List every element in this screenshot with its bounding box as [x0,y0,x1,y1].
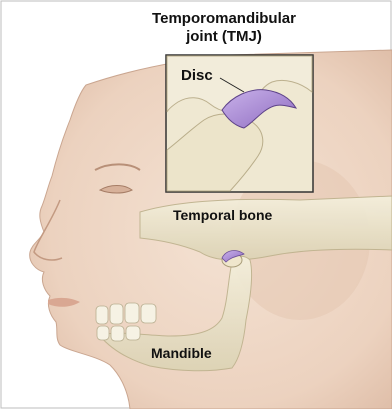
title-line-1: Temporomandibular [0,10,392,27]
title-line-2: joint (TMJ) [0,28,392,45]
temporal-bone-label: Temporal bone [173,207,272,223]
mandible-label: Mandible [151,345,212,361]
disc-label: Disc [181,67,213,84]
